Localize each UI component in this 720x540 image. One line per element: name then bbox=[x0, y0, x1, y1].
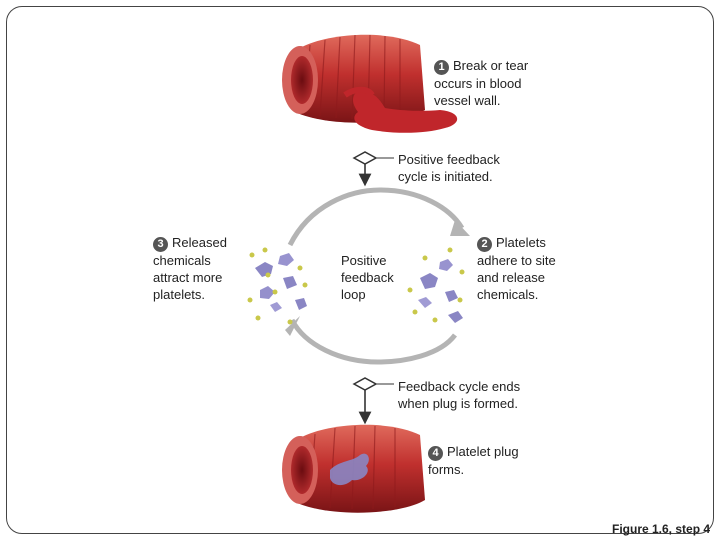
marker-initiated bbox=[352, 151, 394, 187]
loop-arrows bbox=[287, 187, 465, 365]
loop-line1: Positive bbox=[341, 253, 387, 268]
step-1-line3: vessel wall. bbox=[434, 93, 501, 108]
step-4-line2: forms. bbox=[428, 462, 465, 477]
step-3-line4: platelets. bbox=[153, 287, 206, 302]
step-1-line2: occurs in blood bbox=[434, 76, 522, 91]
step-2-line2: adhere to site bbox=[477, 253, 556, 268]
loop-label: Positive feedback loop bbox=[341, 252, 394, 303]
figure-caption: Figure 1.6, step 4 bbox=[612, 522, 711, 536]
step-2-line3: and release bbox=[477, 270, 545, 285]
initiated-line1: Positive feedback bbox=[398, 152, 500, 167]
marker-ends bbox=[352, 377, 394, 425]
ends-line1: Feedback cycle ends bbox=[398, 379, 521, 394]
step-3-line2: chemicals bbox=[153, 253, 211, 268]
ends-line2: when plug is formed. bbox=[398, 396, 518, 411]
step-3-line1: Released bbox=[172, 235, 227, 250]
vessel-top bbox=[282, 34, 425, 123]
step-2-badge: 2 bbox=[477, 237, 492, 252]
step-3-badge: 3 bbox=[153, 237, 168, 252]
ends-note: Feedback cycle ends when plug is formed. bbox=[398, 378, 520, 412]
vessel-bottom bbox=[282, 424, 425, 513]
loop-line2: feedback bbox=[341, 270, 394, 285]
step-3-label: 3 Released chemicals attract more platele… bbox=[153, 234, 227, 303]
step-3-line3: attract more bbox=[153, 270, 223, 285]
step-1-badge: 1 bbox=[434, 60, 449, 75]
loop-line3: loop bbox=[341, 287, 366, 302]
step-2-line4: chemicals. bbox=[477, 287, 539, 302]
platelets-right bbox=[407, 247, 465, 323]
initiated-note: Positive feedback cycle is initiated. bbox=[398, 151, 500, 185]
step-4-label: 4 Platelet plug forms. bbox=[428, 443, 519, 478]
step-1-line1: Break or tear bbox=[453, 58, 529, 73]
blood-pool bbox=[353, 90, 458, 133]
platelets-left bbox=[247, 247, 308, 325]
step-4-line1: Platelet plug bbox=[447, 444, 519, 459]
step-2-label: 2 Platelets adhere to site and release ch… bbox=[477, 234, 556, 303]
step-4-badge: 4 bbox=[428, 446, 443, 461]
platelet-plug bbox=[330, 453, 369, 486]
step-2-line1: Platelets bbox=[496, 235, 546, 250]
step-1-label: 1 Break or tear occurs in blood vessel wa… bbox=[434, 57, 528, 109]
initiated-line2: cycle is initiated. bbox=[398, 169, 493, 184]
